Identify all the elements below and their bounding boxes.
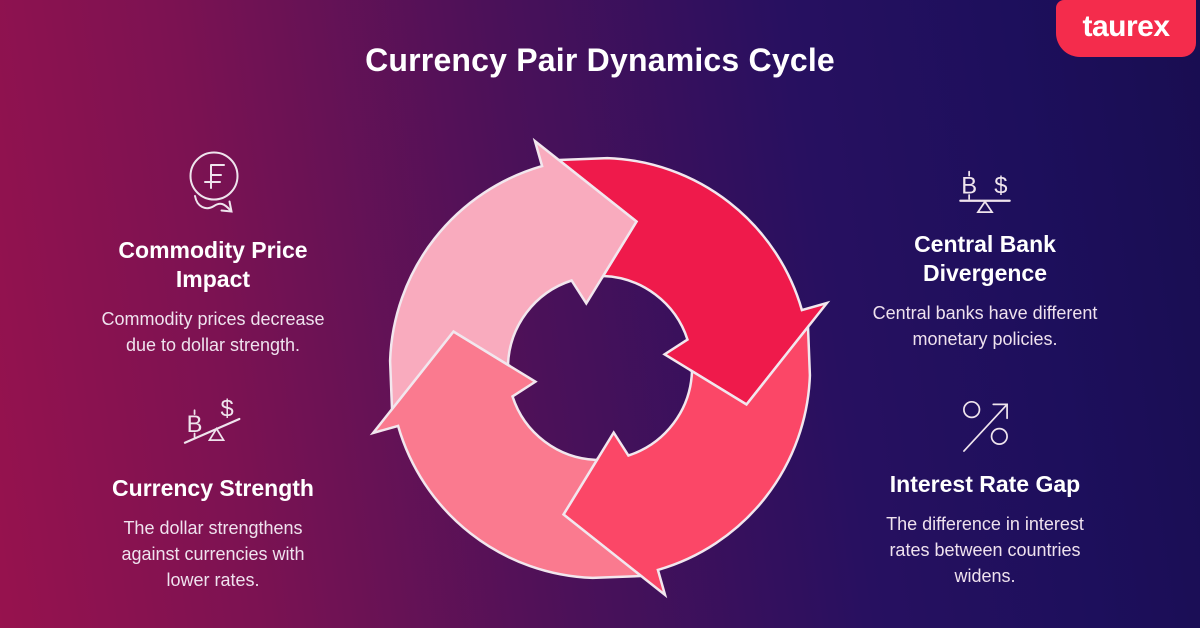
percent-arrow-icon bbox=[840, 394, 1130, 464]
taurex-wordmark: taurex bbox=[1082, 9, 1170, 43]
cycle-diagram bbox=[369, 137, 831, 599]
cycle-arrow-bottom-right bbox=[561, 323, 812, 599]
section-title: Commodity Price Impact bbox=[118, 237, 308, 292]
section-central-bank-divergence: B $ Central Bank Divergence Central bank… bbox=[840, 160, 1130, 352]
cycle-arrow-top-right bbox=[555, 156, 831, 407]
franc-decline-icon bbox=[68, 150, 358, 230]
section-title: Currency Strength bbox=[112, 475, 314, 501]
cycle-arrow-top-left bbox=[388, 137, 639, 413]
balance-scale-icon: B $ bbox=[840, 160, 1130, 224]
section-title: Central Bank Divergence bbox=[914, 231, 1056, 286]
svg-text:B: B bbox=[961, 173, 977, 200]
section-body: The difference in interest rates between… bbox=[886, 514, 1084, 586]
svg-text:$: $ bbox=[220, 396, 233, 422]
cycle-arrow-bottom-left bbox=[369, 329, 645, 580]
section-body: Central banks have different monetary po… bbox=[872, 303, 1098, 349]
section-body: The dollar strengthens against currencie… bbox=[121, 518, 305, 590]
section-currency-strength: B $ Currency Strength The dollar strengt… bbox=[68, 390, 358, 593]
taurex-logo-badge: taurex bbox=[1056, 0, 1196, 57]
section-commodity-price-impact: Commodity Price Impact Commodity prices … bbox=[68, 150, 358, 358]
svg-text:$: $ bbox=[994, 173, 1007, 200]
tilted-balance-icon: B $ bbox=[68, 390, 358, 468]
section-interest-rate-gap: Interest Rate Gap The difference in inte… bbox=[840, 394, 1130, 589]
section-title: Interest Rate Gap bbox=[889, 471, 1081, 497]
page-title: Currency Pair Dynamics Cycle bbox=[365, 42, 835, 78]
svg-text:B: B bbox=[187, 412, 203, 438]
section-body: Commodity prices decrease due to dollar … bbox=[101, 309, 325, 355]
